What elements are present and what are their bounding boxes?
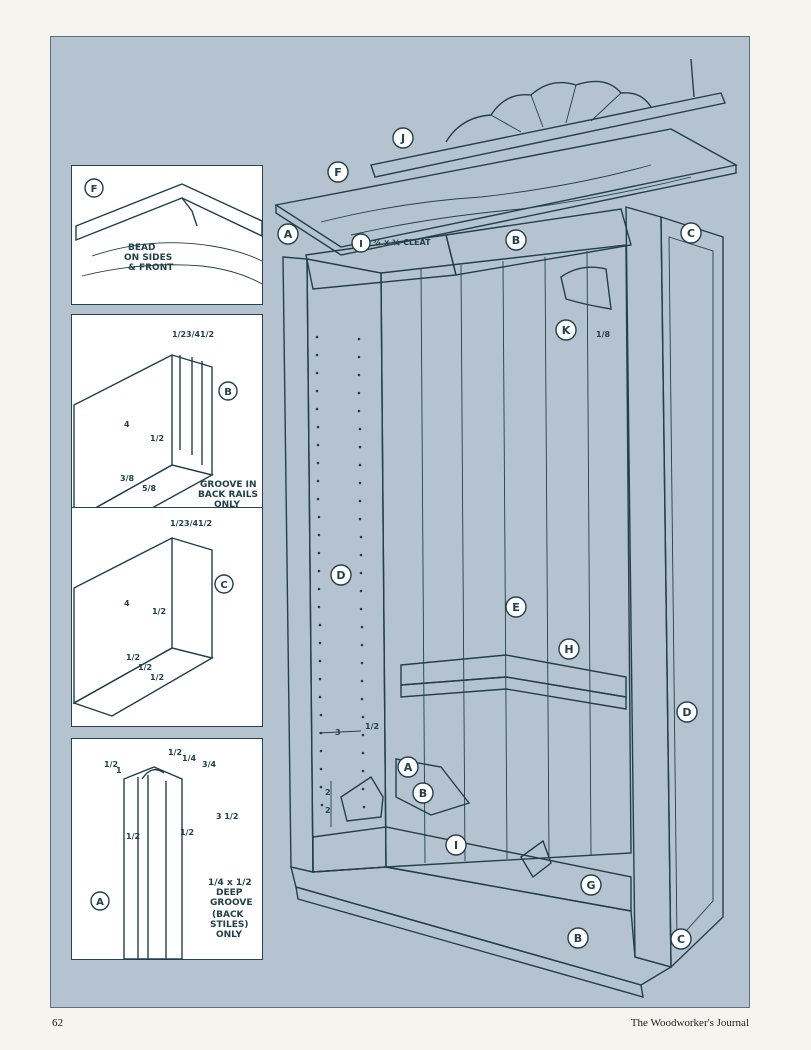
detail-top-note-2: ON SIDES [124, 253, 172, 263]
rail-c-dim-b: 1/2 [138, 663, 152, 672]
callout-a-top: A [277, 223, 299, 245]
rail-b-note-3: ONLY [214, 500, 241, 510]
svg-text:¾ x ¾ CLEAT: ¾ x ¾ CLEAT [373, 238, 431, 247]
page-number: 62 [52, 1017, 63, 1029]
rail-b-note-2: BACK RAILS [198, 490, 258, 500]
svg-text:A: A [404, 761, 413, 774]
shelf-pin-dimension-2: 1/2 [365, 722, 379, 731]
rear-rail-b [305, 208, 632, 290]
detail-top-label: F [91, 184, 98, 195]
stile-a-note-6: ONLY [216, 930, 243, 940]
rail-c-dim-top-1: 1/2 [170, 519, 184, 528]
callout-k: K [555, 319, 577, 341]
callout-e: E [505, 596, 527, 618]
callout-g: G [580, 874, 602, 896]
stile-a-dim-side: 1/2 [104, 760, 118, 769]
rail-c-dim-groove: 1/2 [152, 607, 166, 616]
svg-text:K: K [562, 324, 571, 337]
stile-a-note-2: DEEP [216, 888, 243, 898]
rail-c-dim-c: 1/2 [150, 673, 164, 682]
stile-a-note-3: GROOVE [210, 898, 253, 908]
spacing-dimension-2: 2 [325, 806, 331, 815]
spacing-dimension-1: 2 [325, 788, 331, 797]
svg-text:D: D [336, 569, 345, 582]
svg-text:A: A [284, 228, 293, 241]
callout-d-right: D [676, 701, 698, 723]
svg-text:B: B [512, 234, 520, 247]
stile-a-label: A [96, 897, 104, 908]
svg-text:1/8: 1/8 [596, 330, 610, 339]
rail-b-dim-height: 4 [124, 420, 130, 429]
callout-f: F [327, 161, 349, 183]
callout-c-top: C [680, 222, 702, 244]
shelf-pin-holes [315, 335, 366, 809]
svg-text:C: C [677, 933, 685, 946]
rail-b-label: B [224, 387, 232, 398]
detail-top-note-3: & FRONT [128, 263, 174, 273]
rail-b-dim-b: 5/8 [142, 484, 156, 493]
detail-stile-a: 1 1/2 1/4 3/4 1/2 1/2 1/2 3 1/2 A 1/4 x … [71, 738, 263, 960]
svg-text:B: B [419, 787, 427, 800]
rail-c-dim-top-3: 1/2 [198, 519, 212, 528]
detail-top-bead: F BEAD ON SIDES & FRONT [71, 165, 263, 305]
rail-b-dim-top-1: 1/2 [172, 330, 186, 339]
rail-c-dim-a: 1/2 [126, 653, 140, 662]
svg-text:D: D [682, 706, 691, 719]
stile-a-dim-mid: 1/2 [180, 828, 194, 837]
stile-a-dim-top-1: 1/2 [168, 748, 182, 757]
rail-b-note-1: GROOVE IN [200, 480, 257, 490]
rail-b-dim-a: 3/8 [120, 474, 134, 483]
svg-text:G: G [586, 879, 595, 892]
svg-text:E: E [512, 601, 520, 614]
callout-a-bottom: A [397, 756, 419, 778]
main-dimension-lines [318, 730, 362, 827]
k-dimension: 1/8 [596, 330, 610, 339]
stile-a-note-5: STILES) [210, 920, 248, 930]
callout-h: H [558, 638, 580, 660]
svg-text:I: I [454, 839, 458, 852]
rail-c-dim-height: 4 [124, 599, 130, 608]
svg-text:J: J [400, 132, 405, 145]
crown-piece-j [370, 58, 726, 178]
rail-c-dim-top-2: 3/4 [184, 519, 198, 528]
top-panel-f [274, 128, 738, 256]
stile-a-dim-right: 3 1/2 [216, 812, 238, 821]
detail-rail-c: 1/2 3/4 1/2 4 1/2 1/2 1/2 1/2 C [71, 507, 263, 727]
rail-b-dim-top-3: 1/2 [200, 330, 214, 339]
stile-a-dim-top-left: 1 [116, 766, 122, 775]
callout-d-left: D [330, 564, 352, 586]
svg-text:I: I [359, 239, 363, 250]
cabinet-carcass [282, 206, 724, 998]
corner-blocks [340, 266, 612, 879]
stile-a-dim-left: 1/2 [126, 832, 140, 841]
cleat-note: ¾ x ¾ CLEAT [373, 238, 431, 247]
callout-j: J [392, 127, 414, 149]
svg-text:F: F [334, 166, 342, 179]
svg-text:C: C [687, 227, 695, 240]
rail-b-dim-groove: 1/2 [150, 434, 164, 443]
callout-b-top: B [505, 229, 527, 251]
detail-rail-b: 1/2 3/4 1/2 4 1/2 3/8 5/8 B GROOVE IN BA… [71, 314, 263, 542]
stile-a-dim-top-3: 3/4 [202, 760, 216, 769]
stile-a-note-1: 1/4 x 1/2 [208, 878, 252, 888]
stile-a-dim-top-2: 1/4 [182, 754, 196, 763]
publication-name: The Woodworker's Journal [630, 1017, 749, 1029]
svg-text:B: B [574, 932, 582, 945]
cabinet-exploded-view: A F J I ¾ x ¾ CLEAT B C K 1/8 [274, 58, 738, 998]
rail-b-dim-top-2: 3/4 [186, 330, 200, 339]
callout-i-top: I [351, 233, 371, 253]
shelf-pin-dimension: 3 [335, 728, 341, 737]
detail-top-note-1: BEAD [128, 243, 155, 253]
shelf-h [400, 654, 627, 710]
rail-c-label: C [220, 580, 227, 591]
stile-a-note-4: (BACK [212, 910, 245, 920]
svg-text:H: H [564, 643, 573, 656]
callout-i-bottom: I [445, 834, 467, 856]
callout-c-bottom: C [670, 928, 692, 950]
callout-b-bottom: B [567, 927, 589, 949]
callout-b-mid: B [412, 782, 434, 804]
